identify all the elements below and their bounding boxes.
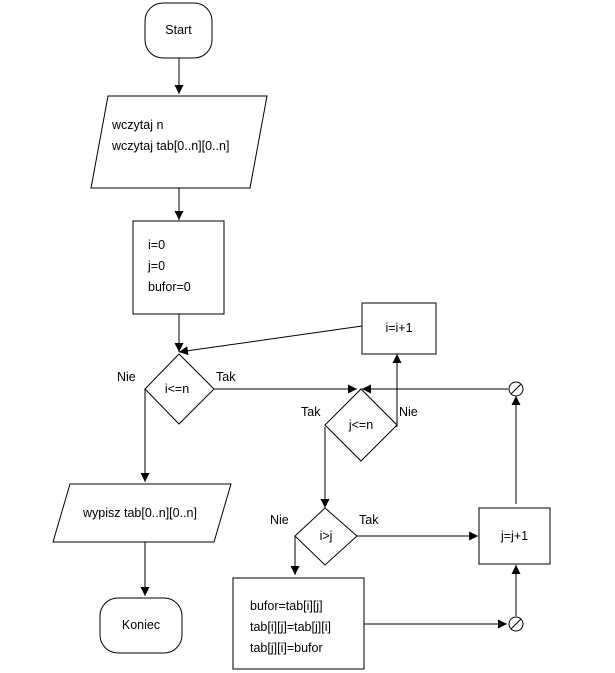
label-cond-ij-no: Nie [270, 513, 289, 527]
read-line: wczytaj tab[0..n][0..n] [111, 139, 229, 153]
edges [140, 58, 521, 629]
node-init: i=0 j=0 bufor=0 [132, 220, 225, 315]
connector-top [508, 381, 524, 397]
label-cond-i-no: Nie [117, 370, 136, 384]
cond-j-line: j<=n [348, 418, 373, 432]
label-cond-i-yes: Tak [216, 370, 236, 384]
node-end-text: Koniec [122, 618, 160, 632]
node-read: wczytaj n wczytaj tab[0..n][0..n] [90, 95, 268, 189]
node-inc-i-text: i=i+1 [385, 321, 412, 335]
node-cond-ij-text: i>j [320, 529, 333, 543]
node-inc-j-text: j=j+1 [500, 529, 528, 543]
node-start-text: Start [165, 23, 192, 37]
node-cond-i-text: i<=n [165, 382, 189, 396]
inc-j-line: j=j+1 [500, 529, 528, 543]
init-line: i=0 [148, 238, 165, 252]
node-cond-i: i<=n [144, 353, 215, 425]
read-line: wczytaj n [111, 118, 163, 132]
output-line: wypisz tab[0..n][0..n] [82, 506, 197, 520]
node-cond-ij: i>j [294, 507, 358, 566]
swap-line: tab[j][i]=bufor [250, 641, 323, 655]
label-cond-j-no: Nie [399, 405, 418, 419]
node-swap-text: bufor=tab[i][j] tab[i][j]=tab[j][i] tab[j]… [250, 599, 331, 655]
node-init-text: i=0 j=0 bufor=0 [147, 238, 191, 294]
node-swap: bufor=tab[i][j] tab[i][j]=tab[j][i] tab[j]… [232, 577, 365, 670]
node-output-text: wypisz tab[0..n][0..n] [82, 506, 197, 520]
node-end: Koniec [99, 597, 183, 654]
swap-line: tab[i][j]=tab[j][i] [250, 620, 331, 634]
inc-i-line: i=i+1 [385, 321, 412, 335]
swap-line: bufor=tab[i][j] [250, 599, 323, 613]
init-line: bufor=0 [148, 280, 191, 294]
connector-bottom [508, 616, 524, 632]
node-cond-j: j<=n [324, 388, 398, 462]
node-inc-j: j=j+1 [478, 507, 551, 565]
node-inc-i: i=i+1 [361, 302, 437, 355]
node-cond-j-text: j<=n [348, 418, 373, 432]
cond-ij-line: i>j [320, 529, 333, 543]
label-cond-ij-yes: Tak [359, 513, 379, 527]
label-cond-j-yes: Tak [301, 405, 321, 419]
start-line: Start [165, 23, 192, 37]
node-read-text: wczytaj n wczytaj tab[0..n][0..n] [111, 118, 229, 153]
cond-i-line: i<=n [165, 382, 189, 396]
node-output: wypisz tab[0..n][0..n] [52, 483, 232, 543]
init-line: j=0 [147, 259, 165, 273]
edge-inc-i-to-cond-i [178, 325, 363, 356]
end-line: Koniec [122, 618, 160, 632]
node-start: Start [144, 2, 213, 59]
